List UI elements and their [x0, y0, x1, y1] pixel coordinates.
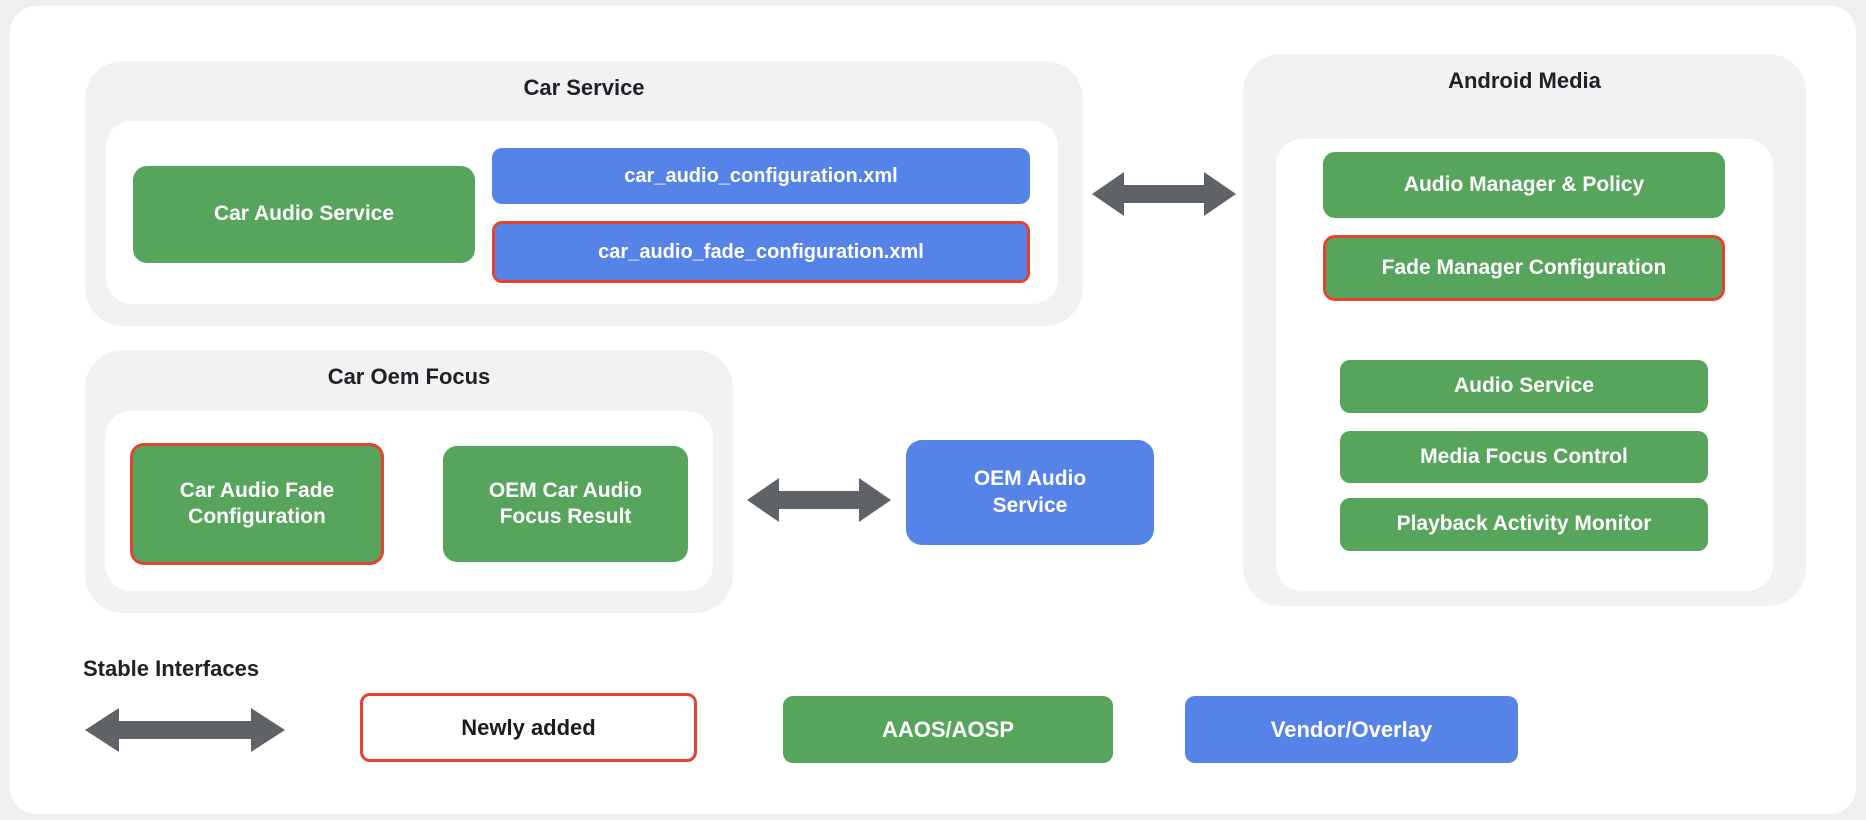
car-audio-fade-configuration-node: Car Audio Fade Configuration	[130, 443, 384, 565]
fade-manager-configuration-node: Fade Manager Configuration	[1323, 235, 1725, 301]
bidirectional-arrow-icon	[747, 475, 891, 525]
car-service-group-title: Car Service	[523, 75, 645, 100]
car-service-group: Car Service Car Audio Service car_audio_…	[85, 61, 1083, 326]
car-audio-configuration-xml-node: car_audio_configuration.xml	[492, 148, 1030, 204]
android-media-inner-panel: Audio Manager & Policy Fade Manager Conf…	[1276, 139, 1773, 591]
legend-newly-added-key: Newly added	[360, 693, 697, 762]
legend-aaos-aosp-key: AAOS/AOSP	[783, 696, 1113, 763]
car-oem-focus-inner-panel: Car Audio Fade Configuration OEM Car Aud…	[105, 411, 713, 591]
android-media-group: Android Media Audio Manager & Policy Fad…	[1243, 54, 1806, 606]
legend-vendor-overlay-key: Vendor/Overlay	[1185, 696, 1518, 763]
oem-car-audio-focus-result-node: OEM Car Audio Focus Result	[443, 446, 688, 562]
diagram-canvas: Car Service Car Audio Service car_audio_…	[10, 6, 1856, 814]
android-media-group-title: Android Media	[1448, 68, 1601, 93]
car-service-inner-panel: Car Audio Service car_audio_configuratio…	[106, 121, 1058, 304]
bidirectional-arrow-icon	[85, 705, 285, 755]
legend-stable-interfaces-label: Stable Interfaces	[83, 656, 260, 681]
media-focus-control-node: Media Focus Control	[1340, 431, 1708, 483]
audio-service-node: Audio Service	[1340, 360, 1708, 413]
bidirectional-arrow-icon	[1092, 169, 1236, 219]
audio-manager-policy-node: Audio Manager & Policy	[1323, 152, 1725, 218]
car-oem-focus-group-title: Car Oem Focus	[327, 364, 491, 389]
playback-activity-monitor-node: Playback Activity Monitor	[1340, 498, 1708, 551]
oem-audio-service-node: OEM Audio Service	[906, 440, 1154, 545]
car-oem-focus-group: Car Oem Focus Car Audio Fade Configurati…	[85, 350, 733, 613]
car-audio-service-node: Car Audio Service	[133, 166, 475, 263]
car-audio-fade-configuration-xml-node: car_audio_fade_configuration.xml	[492, 221, 1030, 283]
